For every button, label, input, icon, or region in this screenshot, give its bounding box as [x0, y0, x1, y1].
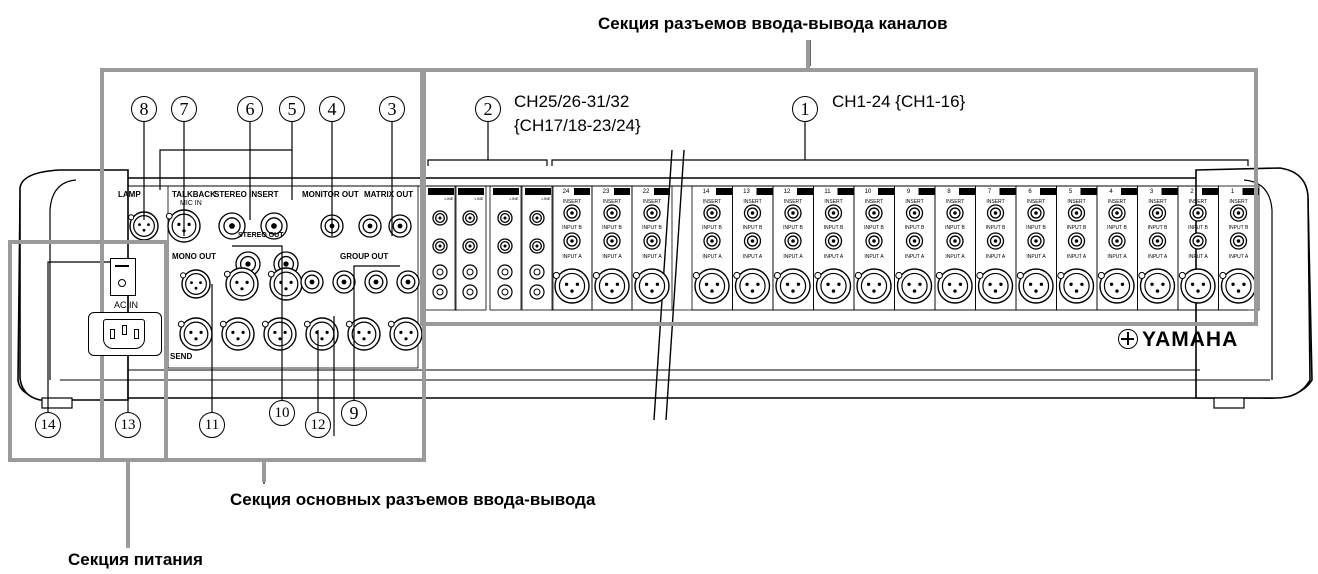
callout-10: 10	[269, 400, 295, 426]
channel-io-section-title: Секция разъемов ввода-вывода каналов	[598, 14, 948, 34]
callout-12: 12	[305, 412, 331, 438]
ch-stereo-label-1: CH25/26-31/32	[514, 92, 629, 112]
callout-1: 1	[792, 96, 818, 122]
power-section-title: Секция питания	[68, 550, 203, 570]
callout-14: 14	[35, 412, 61, 438]
callout-3: 3	[379, 96, 405, 122]
monitor-out-label: MONITOR OUT	[302, 190, 359, 199]
callout-4: 4	[319, 96, 345, 122]
callout-9: 9	[341, 400, 367, 426]
callout-6: 6	[237, 96, 263, 122]
main-io-section-title: Секция основных разъемов ввода-вывода	[230, 490, 595, 510]
stereo-out-label: STEREO OUT	[238, 232, 284, 239]
talkback-label: TALKBACK	[172, 190, 216, 199]
callout-8: 8	[131, 96, 157, 122]
send-label: SEND	[170, 352, 192, 361]
ch-stereo-label-2: {CH17/18-23/24}	[514, 116, 641, 136]
section-connector-lines	[806, 40, 810, 70]
callout-2: 2	[475, 96, 501, 122]
group-out-label: GROUP OUT	[340, 252, 388, 261]
mono-out-label: MONO OUT	[172, 252, 216, 261]
callout-11: 11	[199, 412, 225, 438]
matrix-out-label: MATRIX OUT	[364, 190, 413, 199]
callout-13: 13	[115, 412, 141, 438]
lamp-label: LAMP	[118, 190, 141, 199]
ch-main-label: CH1-24 {CH1-16}	[832, 92, 965, 112]
stereo-insert-label: STEREO INSERT	[214, 190, 278, 199]
brand-label: YAMAHA	[1142, 328, 1238, 351]
power-switch-icon[interactable]	[110, 258, 136, 296]
iec-power-socket-icon[interactable]	[88, 312, 162, 356]
mic-in-label: MIC IN	[180, 200, 202, 207]
callout-7: 7	[171, 96, 197, 122]
callout-5: 5	[279, 96, 305, 122]
ac-in-label: AC IN	[114, 300, 138, 310]
yamaha-logo-icon: YAMAHA	[1118, 328, 1238, 352]
